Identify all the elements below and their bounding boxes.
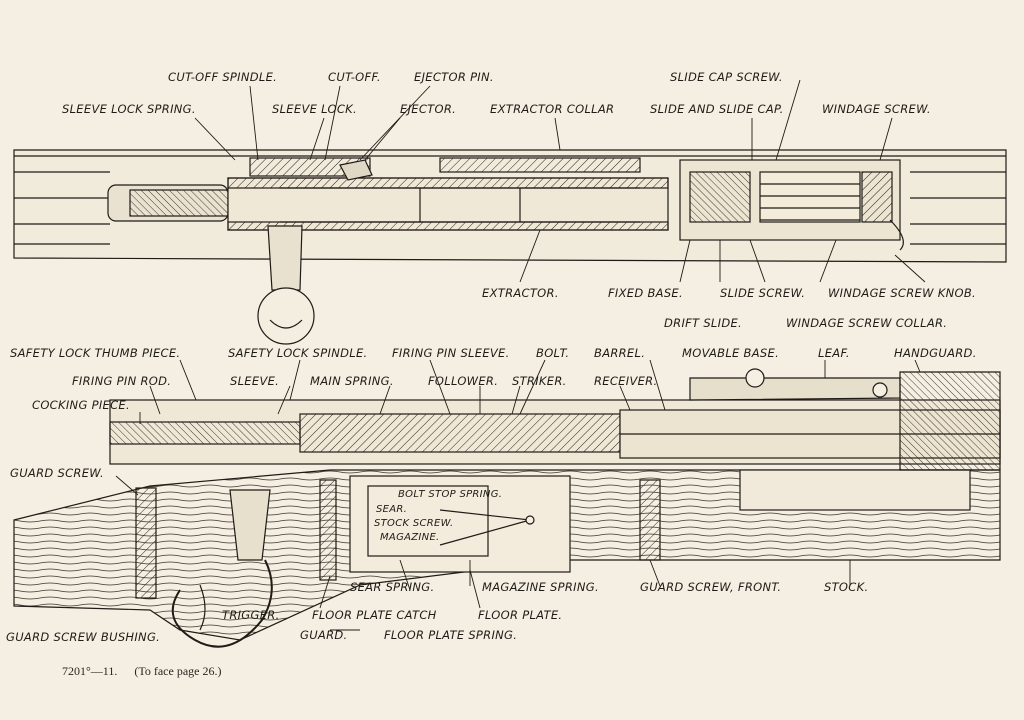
- label-extractor: EXTRACTOR.: [482, 286, 559, 300]
- label-guard-screw-front: GUARD SCREW, FRONT.: [640, 580, 782, 594]
- label-slide-cap-screw: SLIDE CAP SCREW.: [670, 70, 783, 84]
- label-magazine-spring: MAGAZINE SPRING.: [482, 580, 599, 594]
- label-fixed-base: FIXED BASE.: [608, 286, 683, 300]
- label-firing-pin-rod: FIRING PIN ROD.: [72, 374, 172, 388]
- label-sear: SEAR.: [376, 504, 408, 515]
- label-cutoff: CUT-OFF.: [328, 70, 381, 84]
- label-guard-screw-bushing: GUARD SCREW BUSHING.: [6, 630, 161, 644]
- lower-section-drawing: [13, 368, 1001, 648]
- label-receiver: RECEIVER.: [594, 374, 658, 388]
- label-slide-screw: SLIDE SCREW.: [720, 286, 806, 300]
- label-striker: STRIKER.: [512, 374, 567, 388]
- label-slide-and-slide-cap: SLIDE AND SLIDE CAP.: [650, 102, 784, 116]
- label-sleeve-lock-spring: SLEEVE LOCK SPRING.: [62, 102, 196, 116]
- label-sleeve-lock: SLEEVE LOCK.: [272, 102, 357, 116]
- label-drift-slide: DRIFT SLIDE.: [664, 316, 743, 330]
- label-firing-pin-sleeve: FIRING PIN SLEEVE.: [392, 346, 510, 360]
- label-follower: FOLLOWER.: [428, 374, 499, 388]
- label-trigger: TRIGGER.: [222, 608, 280, 622]
- plate-note: (To face page 26.): [134, 664, 222, 678]
- label-stock-screw: STOCK SCREW.: [374, 518, 454, 529]
- label-main-spring: MAIN SPRING.: [310, 374, 394, 388]
- label-windage-screw-collar: WINDAGE SCREW COLLAR.: [786, 316, 948, 330]
- label-movable-base: MOVABLE BASE.: [682, 346, 780, 360]
- label-sleeve: SLEEVE.: [230, 374, 280, 388]
- label-floor-plate-catch: FLOOR PLATE CATCH: [312, 608, 437, 622]
- label-leaf: LEAF.: [818, 346, 850, 360]
- label-sear-spring: SEAR SPRING.: [350, 580, 435, 594]
- label-floor-plate: FLOOR PLATE.: [478, 608, 563, 622]
- label-windage-screw-knob: WINDAGE SCREW KNOB.: [828, 286, 976, 300]
- label-cocking-piece: COCKING PIECE.: [32, 398, 130, 412]
- label-windage-screw: WINDAGE SCREW.: [822, 102, 931, 116]
- label-ejector-pin: EJECTOR PIN.: [414, 70, 494, 84]
- label-stock: STOCK.: [824, 580, 869, 594]
- label-safety-lock-spindle: SAFETY LOCK SPINDLE.: [228, 346, 368, 360]
- label-extractor-collar: EXTRACTOR COLLAR: [490, 102, 615, 116]
- label-cutoff-spindle: CUT-OFF SPINDLE.: [168, 70, 278, 84]
- label-magazine: MAGAZINE.: [380, 532, 440, 543]
- label-floor-plate-spring: FLOOR PLATE SPRING.: [384, 628, 518, 642]
- label-bolt-stop-spring: BOLT STOP SPRING.: [398, 489, 503, 500]
- plate-number: 7201°—11.: [62, 664, 118, 678]
- label-guard-screw: GUARD SCREW.: [10, 466, 104, 480]
- label-safety-lock-thumb-piece: SAFETY LOCK THUMB PIECE.: [10, 346, 181, 360]
- leader-lines: [115, 79, 926, 631]
- label-guard: GUARD.: [300, 628, 348, 642]
- upper-section-drawing: [13, 149, 1007, 345]
- label-bolt: BOLT.: [536, 346, 570, 360]
- label-ejector: EJECTOR.: [400, 102, 457, 116]
- label-handguard: HANDGUARD.: [894, 346, 977, 360]
- plate-caption: 7201°—11. (To face page 26.): [62, 664, 235, 679]
- label-barrel: BARREL.: [594, 346, 646, 360]
